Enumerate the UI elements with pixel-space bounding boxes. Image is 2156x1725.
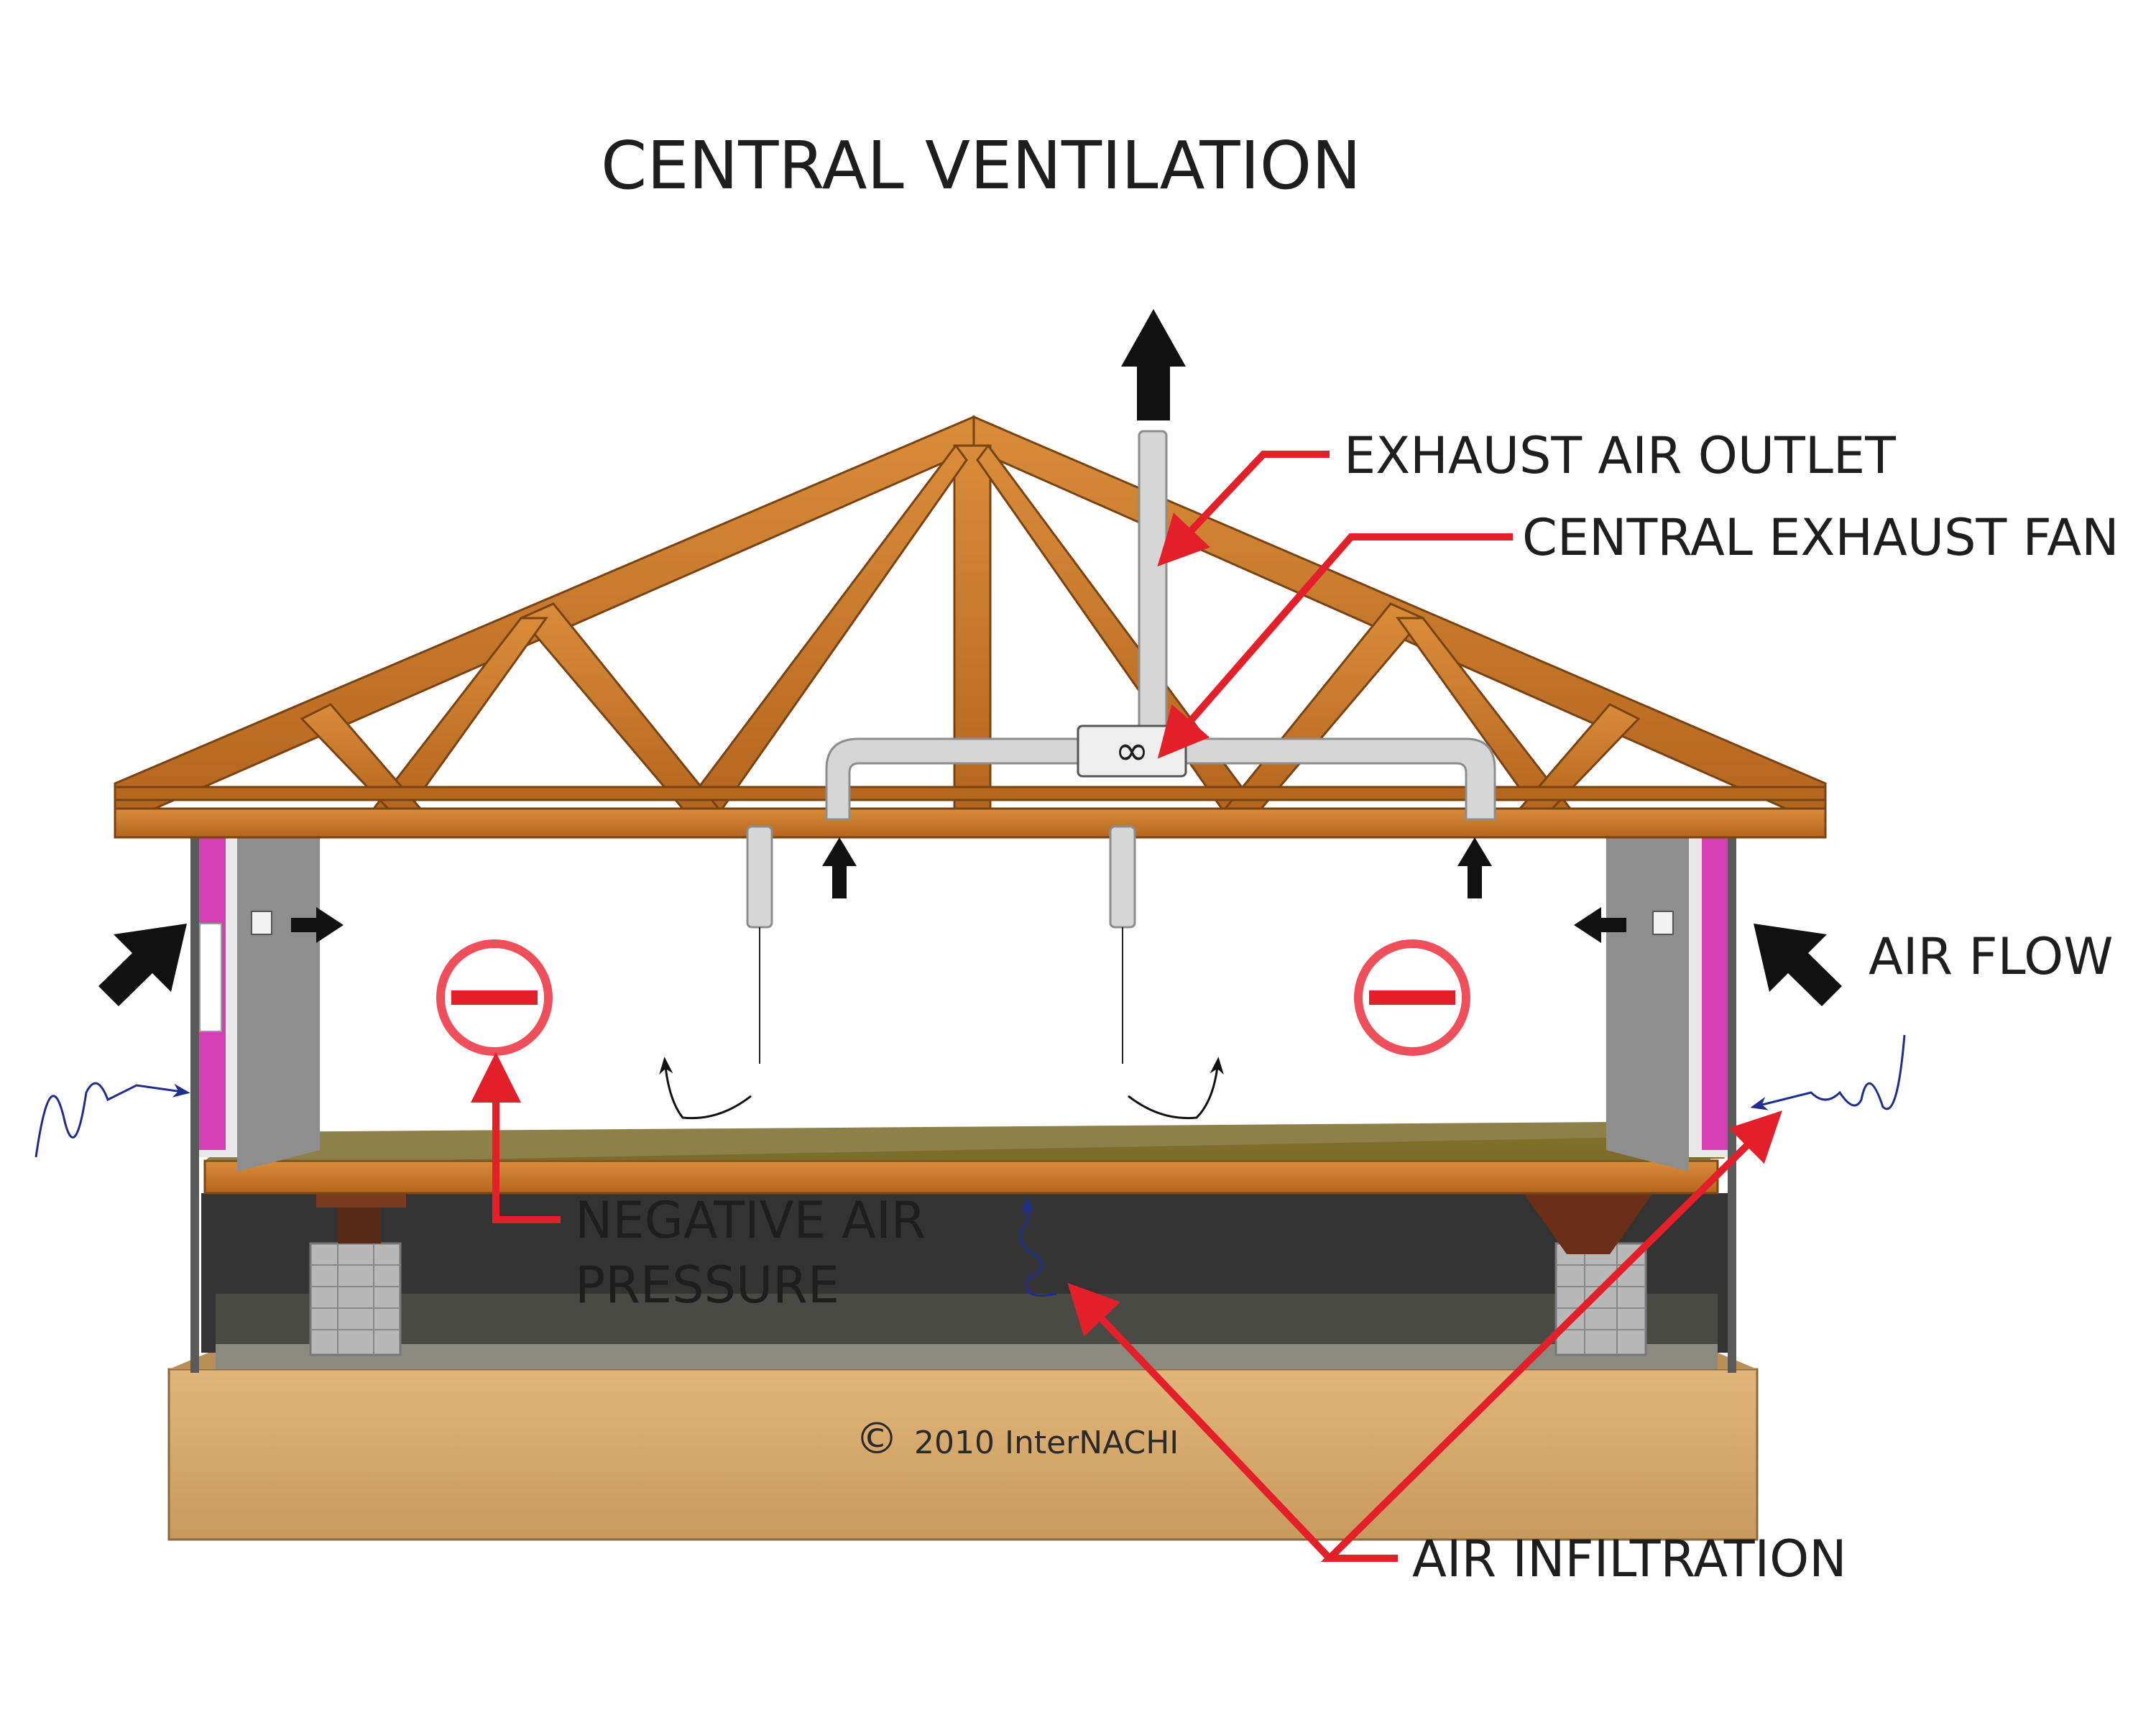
infiltration-squiggles [34, 1034, 1906, 1297]
right-pier [1524, 1193, 1653, 1356]
air-flow-arrow-right-icon [1754, 924, 1842, 1006]
fan-symbol-icon: ∞ [1115, 726, 1149, 775]
infiltration-crawlspace [1019, 1197, 1057, 1297]
left-pier [309, 1193, 406, 1356]
foundation: © 2010 InterNACHI [167, 1193, 1759, 1541]
curl-arrow-left-icon [659, 1057, 752, 1120]
label-central-exhaust-fan: CENTRAL EXHAUST FAN [1522, 508, 2119, 567]
callout-negative-pressure [471, 1052, 561, 1223]
duct-inlet-arrow-left-icon [822, 837, 857, 898]
air-flow-arrow-left-icon [98, 924, 187, 1006]
curl-arrow-right-icon [1128, 1057, 1224, 1120]
label-negative-air: NEGATIVE AIR [575, 1191, 926, 1250]
air-flow-arrows [98, 309, 1842, 1120]
callout-exhaust-fan [1157, 533, 1513, 759]
duct-inlet-arrow-right-icon [1457, 837, 1492, 898]
label-exhaust-air-outlet: EXHAUST AIR OUTLET [1344, 426, 1896, 485]
negative-pressure-icon-right [1354, 939, 1470, 1056]
infiltration-left [34, 1082, 190, 1158]
label-air-flow: AIR FLOW [1869, 927, 2114, 986]
copyright-label: 2010 InterNACHI [914, 1425, 1179, 1461]
diagram-title: CENTRAL VENTILATION [601, 127, 1361, 204]
callout-infiltration-wall [1320, 1110, 1782, 1562]
label-pressure: PRESSURE [575, 1256, 839, 1315]
vent-arrow-right-icon [1574, 907, 1626, 943]
label-air-infiltration: AIR INFILTRATION [1412, 1530, 1847, 1588]
infiltration-right [1750, 1034, 1906, 1110]
callout-lines [471, 451, 1782, 1562]
callout-exhaust-outlet [1157, 451, 1330, 567]
copyright-symbol: © [855, 1414, 898, 1464]
right-wall [1606, 827, 1736, 1373]
exhaust-up-arrow-icon [1121, 309, 1186, 420]
exhaust-outlet-pipe [1138, 430, 1168, 742]
floor-platform [203, 1121, 1725, 1195]
negative-pressure-icon [436, 939, 553, 1056]
vent-arrow-left-icon [291, 907, 344, 943]
copyright-text: © 2010 InterNACHI [855, 1414, 1179, 1464]
